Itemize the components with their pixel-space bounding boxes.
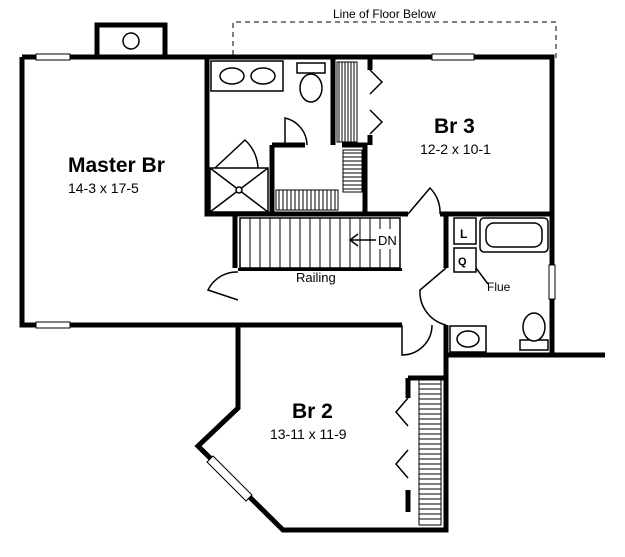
bath-sink-icon (456, 330, 480, 348)
master-door-swing (206, 271, 239, 301)
shower-drain-icon (235, 186, 243, 194)
toilet-tank-1 (296, 62, 326, 74)
toilet-2-icon (522, 312, 546, 342)
sink-2-icon (250, 67, 276, 85)
bathtub-inner (485, 222, 543, 248)
br3-closet-bifold (369, 69, 384, 135)
closet-shelving-c (342, 149, 363, 193)
master-bath-wall (204, 57, 270, 217)
q-label: Q (458, 256, 467, 268)
br2-door-swing (401, 324, 433, 356)
chimney-flue-circle (122, 32, 140, 50)
master-br-label: Master Br (68, 154, 165, 177)
br3-door-swing (407, 186, 441, 215)
br2-dimensions: 13-11 x 11-9 (270, 426, 347, 442)
chimney (94, 22, 168, 60)
bath-window-right (548, 264, 556, 300)
linen-label: L (460, 227, 467, 241)
br2-closet-shelving (418, 379, 442, 526)
closet-shelving-a (336, 61, 358, 143)
line-of-floor-below (232, 21, 557, 58)
toilet-1-icon (299, 73, 323, 103)
closet-shelving-b (275, 189, 339, 211)
closet-wall-c (342, 142, 368, 214)
br3-label: Br 3 (434, 115, 475, 138)
shower-door-swing (214, 138, 259, 169)
flue-chase (453, 247, 477, 273)
exterior-wall-top (22, 54, 555, 214)
flue-leader-line (475, 267, 489, 285)
exterior-wall-right (549, 214, 605, 358)
br2-label: Br 2 (292, 400, 333, 423)
br3-window-top (431, 53, 475, 61)
sink-1-icon (219, 67, 245, 85)
bath-door-swing (284, 117, 308, 146)
bath-door-swing-2 (419, 267, 447, 326)
staircase (238, 217, 402, 271)
exterior-wall-left (19, 57, 238, 328)
flue-label: Flue (487, 280, 511, 294)
dn-label: DN (378, 233, 397, 248)
master-window-bottom (35, 321, 71, 329)
line-of-floor-below-label: Line of Floor Below (333, 7, 436, 21)
br3-dimensions: 12-2 x 10-1 (420, 141, 491, 157)
br2-window-angled (206, 455, 253, 502)
master-window-top (35, 53, 71, 61)
br2-closet-bifold (395, 397, 409, 479)
linen-closet (453, 217, 477, 245)
railing-label: Railing (296, 270, 336, 285)
master-br-dimensions: 14-3 x 17-5 (68, 180, 139, 196)
